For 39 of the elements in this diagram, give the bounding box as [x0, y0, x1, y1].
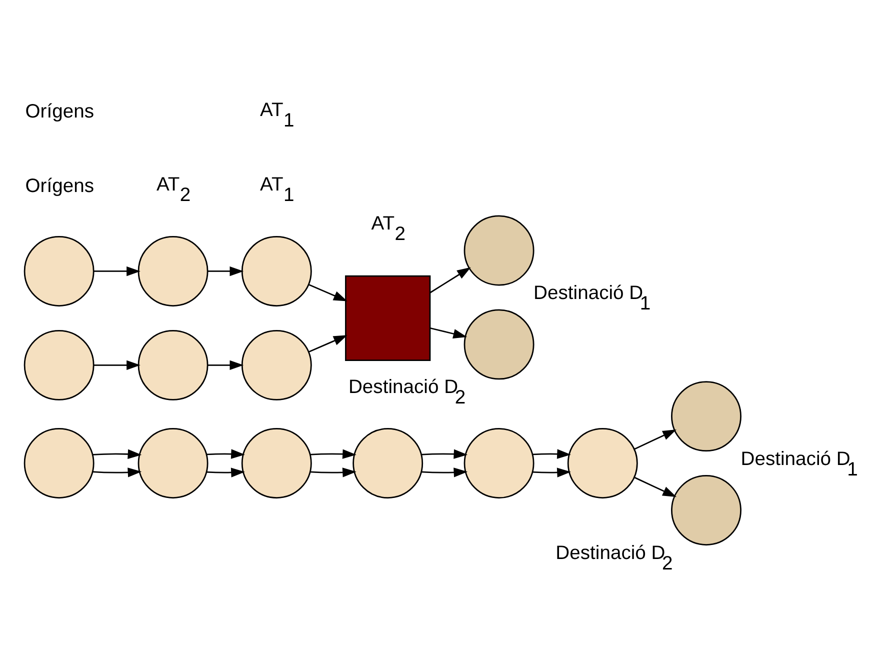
- arrow: [94, 266, 140, 276]
- node-circle: [138, 428, 208, 498]
- node-circle: [24, 428, 94, 498]
- arrow: [532, 448, 571, 458]
- arrow: [92, 467, 142, 477]
- arrow: [422, 448, 468, 458]
- arrow: [422, 467, 468, 477]
- node-circle: [24, 236, 94, 306]
- node-circle: [352, 428, 424, 498]
- arrow: [634, 476, 677, 497]
- node-circle: [24, 329, 94, 400]
- arrow: [308, 334, 348, 352]
- arrow: [208, 266, 244, 276]
- node-circle: [567, 428, 638, 498]
- arrow: [310, 467, 356, 477]
- node-circle: [671, 380, 742, 451]
- arrow: [430, 266, 471, 293]
- arrow: [308, 283, 348, 301]
- arrow: [634, 428, 677, 450]
- arrow: [532, 467, 571, 477]
- arrow: [92, 448, 142, 458]
- arrow: [206, 467, 245, 477]
- node-circle: [138, 329, 208, 400]
- node-circle: [464, 214, 534, 286]
- label: Orígens: [25, 176, 94, 197]
- node-circle: [464, 428, 534, 498]
- node-box: [345, 274, 431, 361]
- node-circle: [464, 308, 534, 380]
- arrow: [208, 360, 244, 370]
- node-circle: [241, 329, 312, 400]
- node-circle: [138, 236, 208, 306]
- arrow: [310, 448, 356, 458]
- node-circle: [671, 474, 742, 545]
- node-circle: [241, 236, 312, 306]
- arrow: [206, 448, 245, 458]
- arrow: [94, 360, 140, 370]
- arrow: [430, 326, 468, 338]
- label: Orígens: [25, 101, 94, 122]
- node-circle: [241, 428, 312, 498]
